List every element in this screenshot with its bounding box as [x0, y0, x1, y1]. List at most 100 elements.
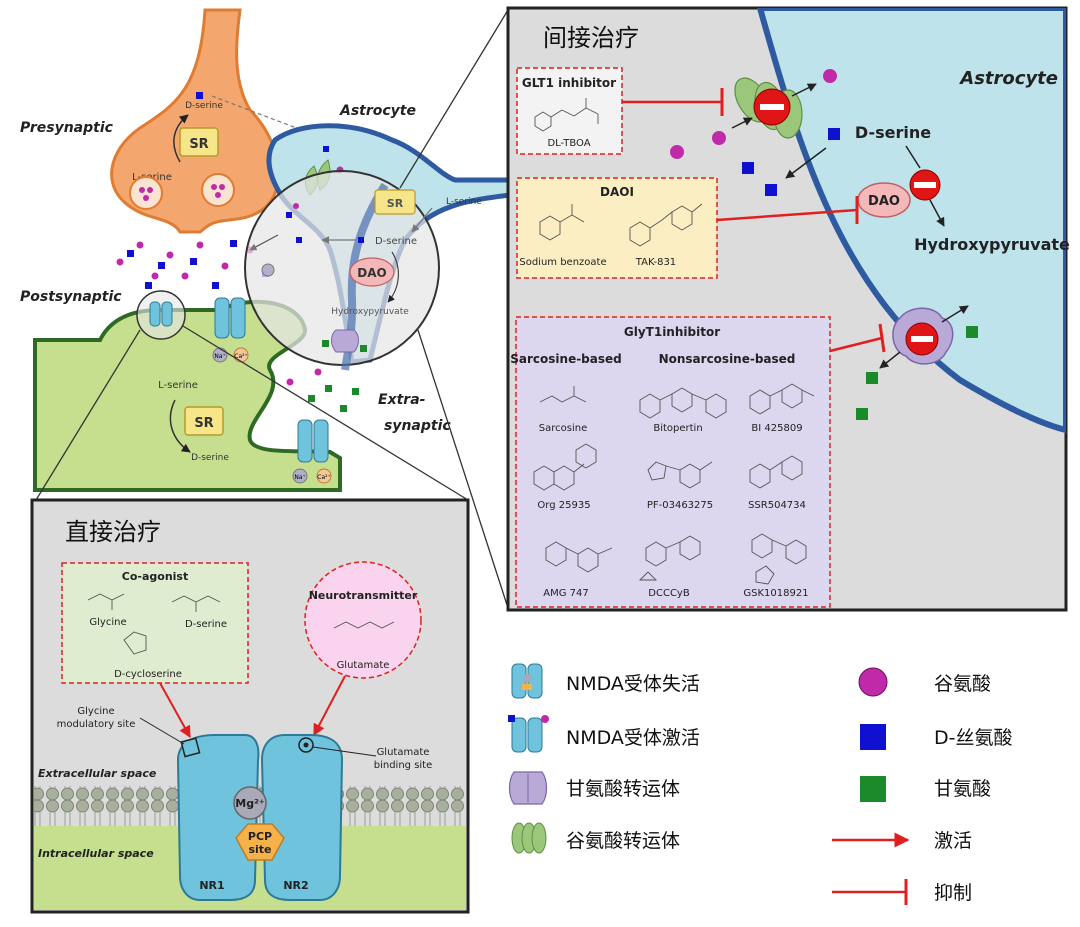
drug-bitopertin: Bitopertin [653, 423, 702, 434]
glycine-site-label-2: modulatory site [57, 719, 136, 730]
drug-pf-03463275: PF-03463275 [647, 500, 713, 511]
sr-presynaptic [179, 127, 219, 157]
d-serine-square-icon [860, 724, 886, 750]
nmda-receptor-synaptic [214, 297, 246, 339]
glycine-square-icon [860, 776, 886, 802]
daoi-inhibit-line [716, 208, 858, 222]
coagonist-title: Co-agonist [122, 570, 188, 583]
sr-presynaptic-label: SR [189, 137, 208, 152]
glt1-inhibitor-box [516, 67, 623, 155]
glycine-site-icon [180, 737, 201, 758]
sodium-benzoate-label: Sodium benzoate [519, 257, 606, 268]
legend-glycine: 甘氨酸 [934, 778, 991, 800]
indirect-d-serine-label: D-serine [855, 123, 931, 142]
dl-tboa-structure [534, 98, 599, 132]
direct-treatment-panel: 直接治疗 Co-agonist Glycine D-serine D-cyclo… [30, 498, 470, 914]
indirect-hydroxypyruvate-label: Hydroxypyruvate [914, 235, 1070, 254]
coagonist-d-cycloserine: D-cycloserine [114, 669, 182, 680]
pcp-site [235, 823, 285, 861]
nmda-receptor-detail [176, 734, 344, 901]
presynaptic-d-serine-dot [196, 92, 203, 99]
glutamate-site-label-2: binding site [374, 760, 433, 771]
neurotransmitter-title: Neurotransmitter [309, 589, 418, 602]
zoom-connector-left [35, 329, 141, 501]
glycine-site-label-1: Glycine [77, 706, 114, 717]
sodium-benzoate-structure [539, 204, 585, 241]
presynaptic-synthesis-arrow [173, 114, 189, 163]
presynaptic-terminal [110, 8, 281, 234]
zoom-connector-right [182, 325, 469, 501]
glycine-transporter-overview [331, 329, 359, 353]
tak-831-structure [629, 203, 703, 247]
mg-ion [233, 786, 267, 820]
svg-text:Na⁺: Na⁺ [294, 474, 305, 481]
coagonist-structures [87, 593, 221, 655]
dao-enzyme-label: DAO [868, 194, 900, 209]
legend-glutamate-transporter: 谷氨酸转运体 [566, 830, 680, 852]
astrocyte-d-serine-label: D-serine [375, 236, 417, 247]
neurotransmitter-glutamate: Glutamate [337, 660, 390, 671]
coagonist-d-serine: D-serine [185, 619, 227, 630]
glutamate-structure [333, 621, 395, 629]
dao-overview [349, 257, 395, 287]
nr2-label: NR2 [283, 879, 308, 892]
synaptic-vesicle [201, 173, 235, 207]
zoom-connector-bottom [417, 329, 509, 609]
glutamate-dot-icon [858, 667, 888, 697]
legend-glycine-transporter: 甘氨酸转运体 [566, 778, 680, 800]
daoi-box [516, 177, 718, 279]
svg-text:Na⁺: Na⁺ [214, 353, 225, 360]
indirect-title: 间接治疗 [543, 24, 639, 52]
drug-gsk1018921: GSK1018921 [743, 588, 808, 599]
legend: NMDA受体失活 NMDA受体激活 甘氨酸转运体 谷氨酸转运体 谷氨酸 D-丝氨… [508, 663, 1013, 905]
glyt1-drug-structures [533, 383, 815, 585]
legend-inhibit: 抑制 [934, 882, 972, 904]
sr-astrocyte-label: SR [387, 197, 404, 210]
nmda-inactive-icon [511, 663, 543, 699]
drug-sarcosine: Sarcosine [539, 423, 587, 434]
svg-text:Ca²⁺: Ca²⁺ [234, 353, 247, 360]
glutamate-site-label-1: Glutamate [377, 747, 430, 758]
astrocyte-l-serine-label: L-serine [446, 197, 482, 207]
daoi-title: DAOI [600, 185, 634, 199]
extrasynaptic-label-1: Extra- [378, 392, 426, 408]
legend-nmda-inactive: NMDA受体失活 [566, 673, 700, 695]
drug-amg-747: AMG 747 [543, 588, 588, 599]
glyt1-inhibitor-title: GlyT1inhibitor [624, 325, 720, 339]
indirect-astrocyte-label: Astrocyte [958, 68, 1058, 89]
nmda-zoom-circle [136, 290, 186, 340]
sarcosine-based-label: Sarcosine-based [510, 352, 622, 366]
intracellular-space-label: Intracellular space [38, 847, 154, 860]
drug-ssr504734: SSR504734 [748, 500, 806, 511]
postsynaptic-label: Postsynaptic [20, 289, 122, 305]
coagonist-arrow [159, 682, 191, 739]
hydroxypyruvate-overview-label: Hydroxypyruvate [331, 307, 409, 317]
glyt1-inhibitor-box [515, 316, 831, 608]
drug-dcccyb: DCCCyB [648, 588, 690, 599]
nr1-label: NR1 [199, 879, 224, 892]
tak-831-label: TAK-831 [635, 257, 676, 268]
postsynaptic-d-serine: D-serine [191, 453, 229, 463]
extracellular-space-label: Extracellular space [38, 767, 157, 780]
pcp-site-label-1: PCP [248, 830, 272, 843]
glt1-inhibitor-title: GLT1 inhibitor [522, 76, 616, 90]
synaptic-vesicle [129, 176, 163, 210]
overview-panel: SR L-serine D-serine Presynaptic Astrocy… [20, 8, 513, 609]
zoom-connector-top [399, 9, 509, 189]
direct-title: 直接治疗 [65, 518, 161, 546]
extrasynaptic-label-2: synaptic [384, 418, 451, 434]
svg-text:Ca²⁺: Ca²⁺ [317, 474, 330, 481]
nmda-receptor-extrasynaptic [297, 419, 329, 463]
legend-nmda-active: NMDA受体激活 [566, 727, 700, 749]
legend-glutamate: 谷氨酸 [934, 673, 991, 695]
dao-overview-label: DAO [357, 266, 386, 280]
coagonist-glycine: Glycine [89, 617, 126, 628]
indirect-treatment-panel: 间接治疗 Astrocyte GLT1 inhibitor DL-TBOA [506, 6, 1070, 612]
mg-ion-label: Mg²⁺ [235, 797, 265, 810]
nmda-active-icon [508, 715, 549, 753]
astrocyte-overview-label: Astrocyte [339, 103, 416, 119]
legend-d-serine: D-丝氨酸 [934, 727, 1013, 749]
neurotransmitter-circle [304, 561, 422, 679]
dl-tboa-label: DL-TBOA [547, 138, 590, 149]
